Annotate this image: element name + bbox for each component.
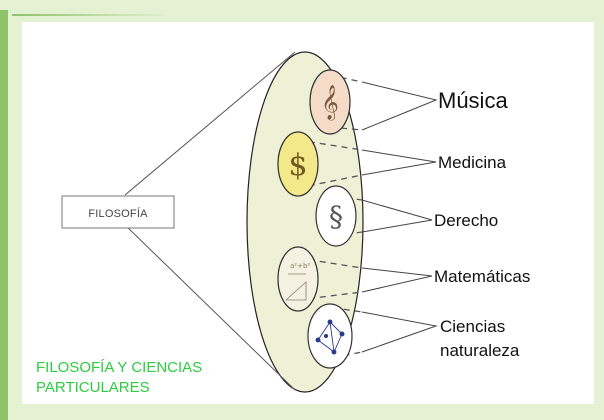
footer-title-line2: PARTICULARES xyxy=(36,379,150,396)
derecho-circle: § xyxy=(315,185,357,247)
label-medicina: Medicina xyxy=(438,153,507,172)
math-formula-icon: a²+b² xyxy=(285,262,310,301)
top-accent-line xyxy=(12,14,172,16)
section-sign-icon: § xyxy=(329,200,343,233)
connector-line-top xyxy=(124,51,296,196)
label-ciencias-line1: Ciencias xyxy=(440,317,505,336)
treble-clef-icon: 𝄞 xyxy=(321,85,339,121)
label-ciencias-line2: naturaleza xyxy=(440,341,520,360)
network-icon xyxy=(315,319,345,355)
left-accent-strip xyxy=(0,0,8,420)
pointer-lines xyxy=(361,81,438,353)
label-derecho: Derecho xyxy=(434,211,498,230)
ciencias-circle xyxy=(307,303,353,369)
label-musica: Música xyxy=(438,88,508,113)
svg-text:a²+b²: a²+b² xyxy=(290,262,310,270)
filosofia-box xyxy=(61,195,175,229)
medicina-circle: $ xyxy=(277,131,319,197)
filosofia-label: FILOSOFÍA xyxy=(88,207,148,220)
caduceus-icon: $ xyxy=(288,148,307,183)
connector-line-bottom xyxy=(124,224,296,391)
musica-circle: 𝄞 xyxy=(309,69,351,135)
matematicas-circle: a²+b² xyxy=(277,246,319,312)
footer-title-line1: FILOSOFÍA Y CIENCIAS xyxy=(36,359,202,376)
label-matematicas: Matemáticas xyxy=(434,267,530,286)
top-bar xyxy=(0,0,604,10)
